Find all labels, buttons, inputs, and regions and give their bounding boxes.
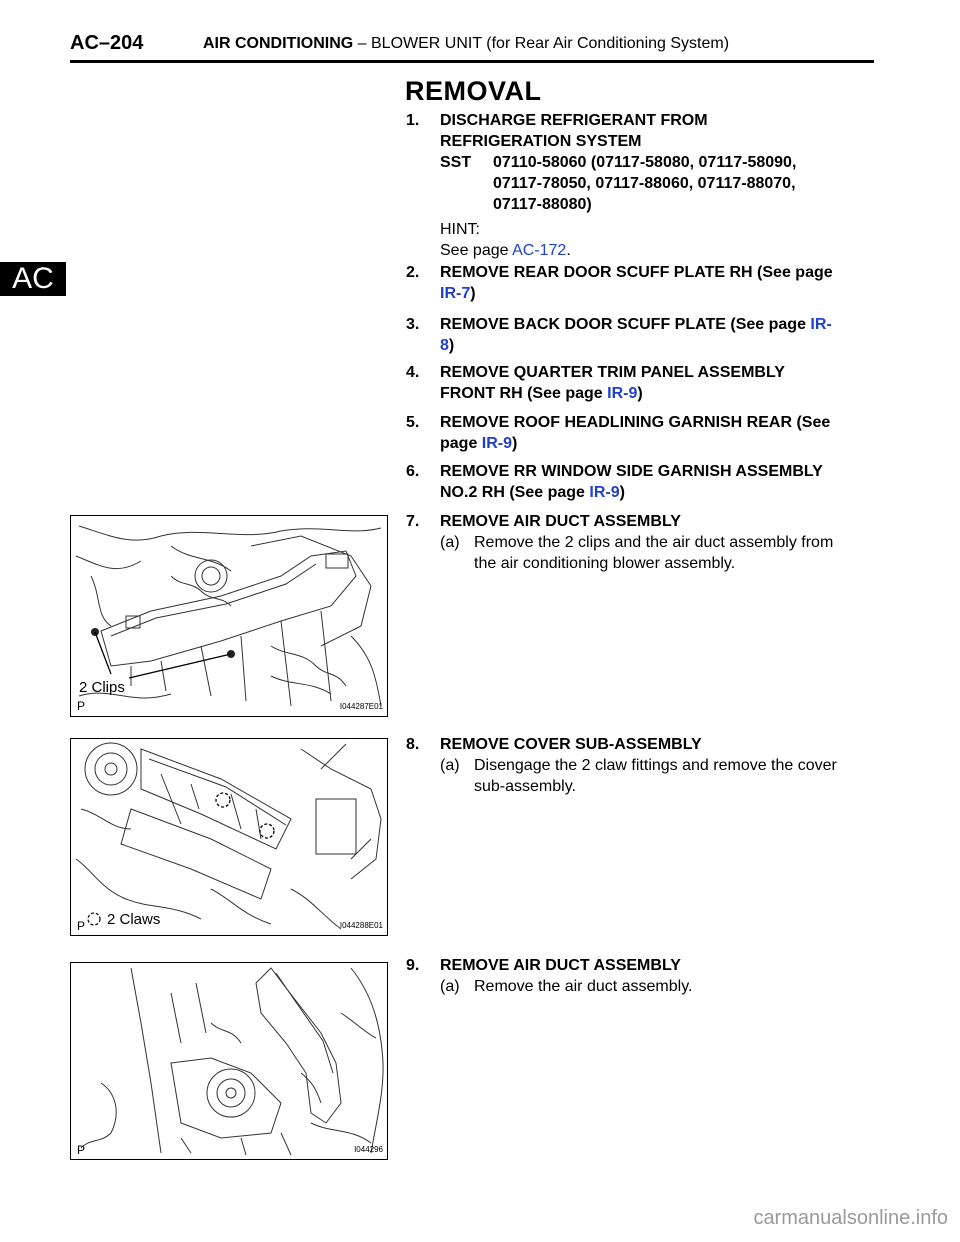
- page-title-section: AIR CONDITIONING: [203, 35, 354, 52]
- substep-label: (a): [440, 978, 460, 995]
- page-link[interactable]: AC-172: [512, 242, 567, 259]
- figure-code: I044288E01: [339, 921, 383, 930]
- step-number: 5.: [406, 414, 420, 431]
- step-line: REMOVE RR WINDOW SIDE GARNISH ASSEMBLY: [440, 463, 823, 480]
- step-number: 3.: [406, 316, 420, 333]
- step-text: REMOVE COVER SUB-ASSEMBLY: [440, 736, 702, 753]
- step-number: 2.: [406, 264, 420, 281]
- figure-callout: 2 Clips: [79, 679, 125, 696]
- figure-code: I044296: [354, 1145, 383, 1154]
- step-line: REMOVE QUARTER TRIM PANEL ASSEMBLY: [440, 364, 785, 381]
- substep-line: the air conditioning blower assembly.: [474, 555, 736, 572]
- step-number: 6.: [406, 463, 420, 480]
- see-page: See page AC-172.: [440, 240, 796, 261]
- figure-code: I044287E01: [339, 702, 383, 711]
- step-number: 1.: [406, 112, 420, 129]
- step-number: 7.: [406, 513, 420, 530]
- step-text: REMOVE RR WINDOW SIDE GARNISH ASSEMBLY N…: [440, 461, 823, 503]
- substep-label: (a): [440, 757, 460, 774]
- air-duct-illustration: [75, 525, 382, 707]
- step-text: REMOVE QUARTER TRIM PANEL ASSEMBLY FRONT…: [440, 362, 785, 404]
- cover-illustration: [75, 742, 382, 930]
- sst-row: SST 07110-58060 (07117-58080, 07117-5809…: [440, 152, 796, 173]
- step-line-end: ): [470, 285, 476, 302]
- figure-air-duct-clips: 2 Clips P I044287E01: [70, 515, 388, 717]
- figure-air-duct-removal: P I044296: [70, 962, 388, 1160]
- substep-text: Remove the air duct assembly.: [474, 976, 692, 997]
- sst-value: 07117-78050, 07117-88060, 07117-88070,: [493, 175, 796, 192]
- step-line: REMOVE BACK DOOR SCUFF PLATE (See page: [440, 316, 811, 333]
- substep-line: Disengage the 2 claw fittings and remove…: [474, 757, 837, 774]
- step-text: REMOVE BACK DOOR SCUFF PLATE (See page I…: [440, 314, 832, 356]
- page-link[interactable]: IR-: [810, 316, 832, 333]
- air-duct-removal-illustration: [80, 967, 384, 1156]
- step-line: FRONT RH (See page: [440, 385, 608, 402]
- page-link[interactable]: IR-7: [440, 285, 471, 302]
- sst-value: 07117-88080): [493, 196, 592, 213]
- step-line: REMOVE REAR DOOR SCUFF PLATE RH (See pag…: [440, 264, 833, 281]
- step-line: REMOVE ROOF HEADLINING GARNISH REAR (See: [440, 414, 831, 431]
- substep-text: Remove the 2 clips and the air duct asse…: [474, 532, 833, 574]
- figure-p-mark: P: [77, 1143, 86, 1157]
- watermark: carmanualsonline.info: [753, 1207, 948, 1229]
- sst-label: SST: [440, 154, 472, 171]
- hint-label: HINT:: [440, 221, 480, 238]
- substep-line: sub-assembly.: [474, 778, 576, 795]
- page-link[interactable]: IR-9: [481, 435, 513, 452]
- substep-line: Remove the air duct assembly.: [474, 978, 693, 995]
- figure-cover-claws: 2 Claws P I044288E01: [70, 738, 388, 936]
- page-link[interactable]: 8: [440, 337, 449, 354]
- page-link[interactable]: IR-9: [607, 385, 638, 402]
- step-line-end: ): [448, 337, 455, 354]
- page-title: AIR CONDITIONING – BLOWER UNIT (for Rear…: [203, 35, 729, 53]
- step-text: REMOVE AIR DUCT ASSEMBLY: [440, 513, 681, 530]
- step-text: REMOVE ROOF HEADLINING GARNISH REAR (See…: [440, 412, 830, 454]
- step-line: REFRIGERATION SYSTEM: [440, 133, 642, 150]
- figure-callout: 2 Claws: [107, 911, 161, 928]
- step-text: DISCHARGE REFRIGERANT FROM REFRIGERATION…: [440, 110, 796, 261]
- step-line: DISCHARGE REFRIGERANT FROM: [440, 112, 708, 129]
- see-page-text: See page: [440, 242, 513, 259]
- step-line-end: ): [512, 435, 518, 452]
- substep-line: Remove the 2 clips and the air duct asse…: [474, 534, 834, 551]
- page-link[interactable]: IR-9: [589, 484, 620, 501]
- figure-p-mark: P: [77, 699, 86, 713]
- header-rule: [70, 60, 874, 63]
- substep-text: Disengage the 2 claw fittings and remove…: [474, 755, 837, 797]
- step-text: REMOVE REAR DOOR SCUFF PLATE RH (See pag…: [440, 262, 833, 304]
- figure-p-mark: P: [77, 919, 86, 933]
- step-number: 8.: [406, 736, 420, 753]
- step-number: 4.: [406, 364, 420, 381]
- sst-value: 07110-58060 (07117-58080, 07117-58090,: [493, 154, 797, 171]
- page-code: AC–204: [70, 32, 144, 54]
- step-line-end: ): [619, 484, 625, 501]
- page-title-subject: – BLOWER UNIT (for Rear Air Conditioning…: [353, 35, 730, 52]
- step-number: 9.: [406, 957, 420, 974]
- section-title: REMOVAL: [405, 76, 542, 106]
- claw-legend-icon: [87, 912, 101, 926]
- step-text: REMOVE AIR DUCT ASSEMBLY: [440, 957, 681, 974]
- step-line: NO.2 RH (See page: [440, 484, 590, 501]
- see-page-end: .: [566, 242, 571, 259]
- step-line: page: [440, 435, 482, 452]
- section-side-tab: AC: [0, 262, 66, 296]
- step-line-end: ): [637, 385, 643, 402]
- page-header: AC–204 AIR CONDITIONING – BLOWER UNIT (f…: [70, 22, 874, 63]
- substep-label: (a): [440, 534, 460, 551]
